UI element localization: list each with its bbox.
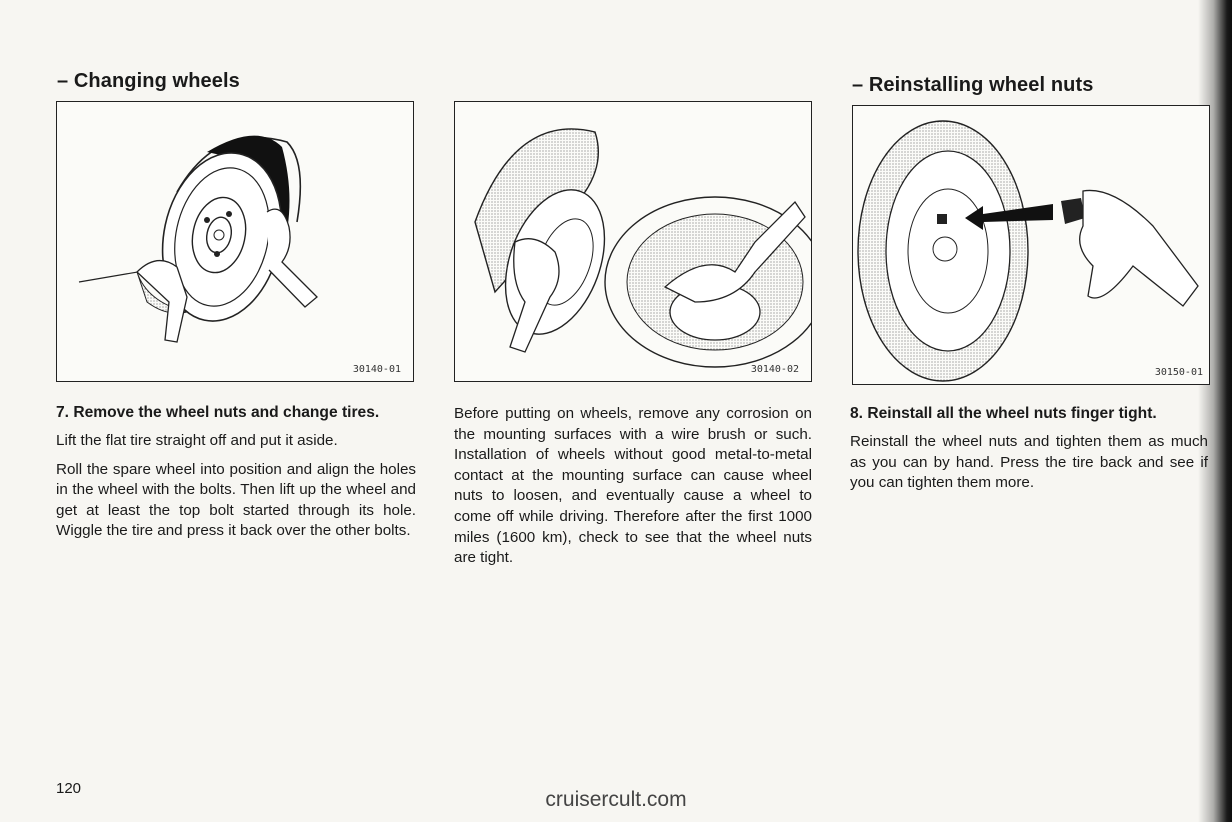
step-7-title: 7. Remove the wheel nuts and change tire… — [56, 404, 380, 421]
tire-removal-icon — [78, 135, 318, 343]
step-7-paragraph-1: Lift the flat tire straight off and put … — [56, 432, 338, 449]
figure-code: 30140-02 — [750, 364, 799, 375]
step-7-column: 7. Remove the wheel nuts and change tire… — [56, 402, 416, 550]
step-7-paragraph-2: Roll the spare wheel into position and a… — [56, 460, 416, 540]
figure-wire-brush-cleaning: 30140-02 — [454, 101, 812, 382]
figure-code: 30140-01 — [352, 364, 401, 375]
figure-tire-removal: 30140-01 — [56, 101, 414, 382]
wire-brush-cleaning-icon — [474, 128, 811, 368]
step-8-paragraph: Reinstall the wheel nuts and tighten the… — [850, 433, 1208, 492]
corrosion-note-column: Before putting on wheels, remove any cor… — [454, 404, 812, 577]
section-heading-changing-wheels: – Changing wheels — [57, 70, 240, 92]
corrosion-note-paragraph: Before putting on wheels, remove any cor… — [454, 405, 812, 567]
step-8-column: 8. Reinstall all the wheel nuts finger t… — [850, 403, 1208, 502]
figure-wheel-nut-install: 30150-01 — [852, 105, 1210, 385]
section-heading-reinstalling-wheel-nuts: – Reinstalling wheel nuts — [852, 74, 1094, 96]
step-8-title: 8. Reinstall all the wheel nuts finger t… — [850, 405, 1157, 422]
wheel-nut-install-icon — [857, 120, 1199, 382]
watermark: cruisercult.com — [545, 788, 687, 811]
page-number: 120 — [56, 780, 82, 797]
figure-code: 30150-01 — [1154, 367, 1203, 378]
